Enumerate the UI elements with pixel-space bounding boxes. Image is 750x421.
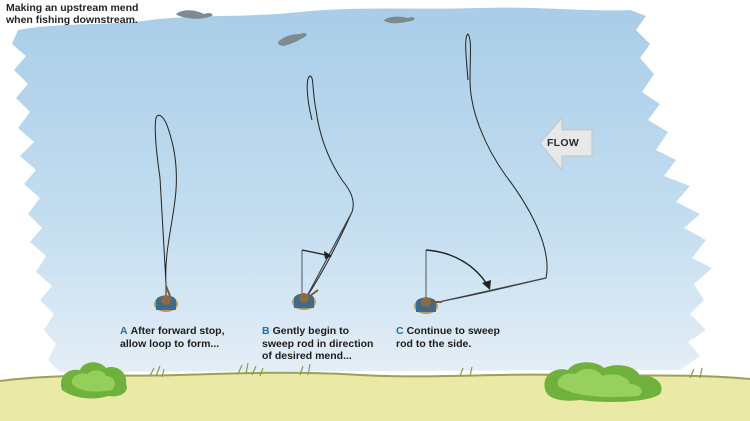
flow-label: FLOW <box>546 137 580 149</box>
diagram-title: Making an upstream mend when fishing dow… <box>6 2 138 26</box>
angler-a <box>154 285 178 312</box>
step-c-line-2: rod to the side. <box>396 337 472 350</box>
fly-line-a <box>154 114 177 285</box>
step-b-line-3: of desired mend... <box>262 350 352 362</box>
step-letter-b: B <box>262 325 270 337</box>
grass-tufts <box>149 362 703 379</box>
step-letter-c: C <box>396 325 404 337</box>
fly-rod-c <box>429 277 547 305</box>
flow-arrow-icon <box>539 116 593 172</box>
bird-2 <box>278 32 307 46</box>
step-a-line-2: allow loop to form... <box>120 337 220 350</box>
title-line-2: when fishing downstream. <box>6 14 138 26</box>
fly-line-b <box>305 75 354 299</box>
angler-c <box>414 297 442 314</box>
bird-3 <box>384 16 415 24</box>
step-b-line-1: Gently begin to <box>272 325 350 337</box>
step-c-line-1: Continue to sweep <box>406 325 500 337</box>
sweep-arrowhead-c <box>482 280 491 290</box>
step-a-line-1: After forward stop, <box>130 325 225 337</box>
step-letter-a: A <box>120 325 128 337</box>
shrub-left <box>60 362 127 399</box>
shrub-right <box>544 362 662 402</box>
bird-1 <box>176 10 213 19</box>
sweep-arrow-icon-c <box>425 249 489 287</box>
sky <box>12 7 712 373</box>
title-line-1: Making an upstream mend <box>6 2 139 14</box>
sweep-arrowhead-b <box>324 251 332 259</box>
angler-b <box>292 289 319 310</box>
step-b-line-2: sweep rod in direction <box>262 337 374 350</box>
